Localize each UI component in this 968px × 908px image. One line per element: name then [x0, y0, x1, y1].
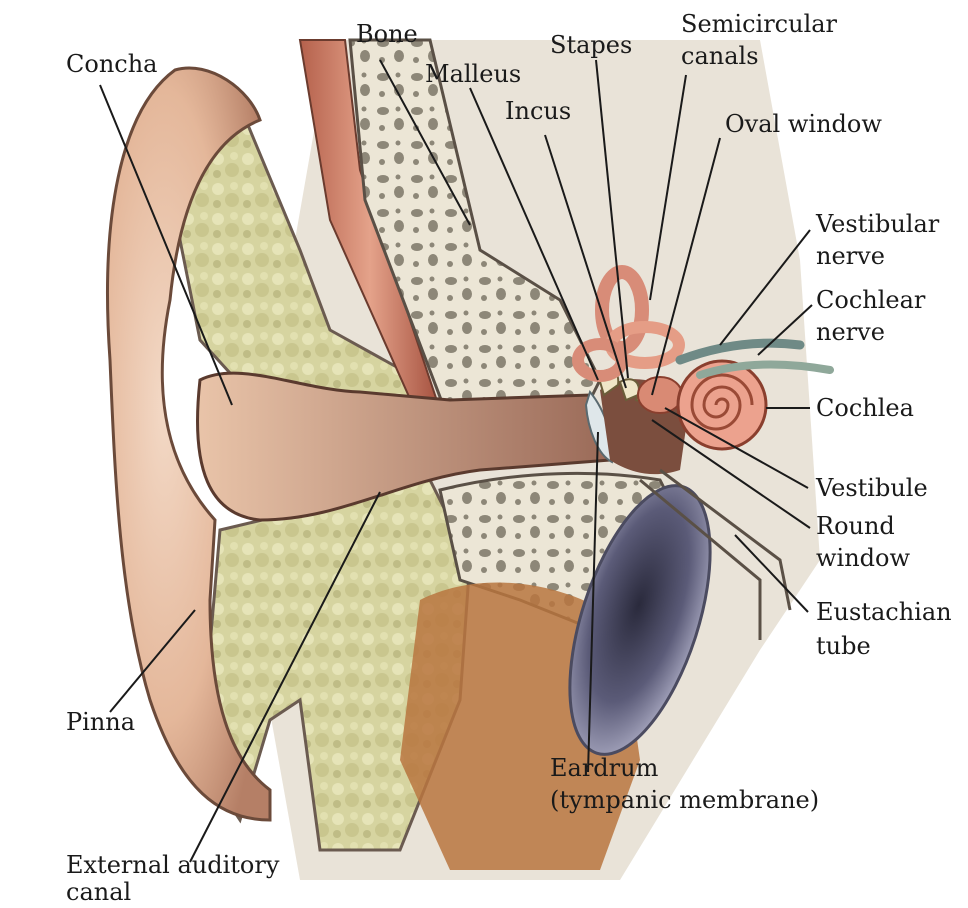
- label-eustachian-tube-line1: Eustachian: [816, 598, 952, 626]
- label-round-window-line1: Round: [816, 512, 895, 540]
- leader-malleus: [469, 87, 599, 381]
- label-cochlea: Cochlea: [816, 394, 914, 422]
- label-round-window-line2: window: [816, 544, 911, 572]
- leader-vestibular-nerve: [719, 229, 811, 346]
- label-external-auditory-canal-line1: External auditory: [66, 851, 280, 879]
- label-vestibular-nerve-line1: Vestibular: [816, 210, 940, 238]
- label-vestibular-nerve-line2: nerve: [816, 242, 885, 270]
- label-concha: Concha: [66, 50, 158, 78]
- label-oval-window: Oval window: [725, 110, 882, 138]
- label-vestibule: Vestibule: [816, 474, 928, 502]
- leader-cochlear-nerve: [757, 304, 813, 356]
- leader-semicircular-canals: [649, 74, 687, 301]
- label-semicircular-canals-line2: canals: [681, 42, 759, 70]
- label-eardrum-line2: (tympanic membrane): [550, 786, 820, 814]
- label-incus: Incus: [505, 97, 572, 125]
- label-external-auditory-canal-line2: canal: [66, 878, 132, 906]
- label-stapes: Stapes: [550, 31, 633, 59]
- leader-incus: [544, 134, 627, 389]
- leader-pinna: [109, 609, 196, 713]
- label-malleus: Malleus: [425, 60, 522, 88]
- leader-lines: [99, 59, 813, 863]
- leader-eardrum: [587, 431, 599, 773]
- label-eardrum-line1: Eardrum: [550, 754, 659, 782]
- label-semicircular-canals-line1: Semicircular: [681, 10, 838, 38]
- leader-external-auditory-canal: [189, 491, 381, 863]
- leader-bone: [379, 59, 471, 226]
- leader-concha: [99, 84, 233, 406]
- leader-vestibule: [664, 407, 809, 489]
- leader-stapes: [595, 59, 629, 379]
- label-eustachian-tube-line2: tube: [816, 632, 871, 660]
- leader-eustachian-tube: [734, 534, 809, 613]
- label-pinna: Pinna: [66, 708, 136, 736]
- label-cochlear-nerve-line2: nerve: [816, 318, 885, 346]
- leader-oval-window: [651, 137, 721, 396]
- label-cochlear-nerve-line1: Cochlear: [816, 286, 926, 314]
- label-bone: Bone: [356, 20, 418, 48]
- leader-round-window: [651, 419, 811, 529]
